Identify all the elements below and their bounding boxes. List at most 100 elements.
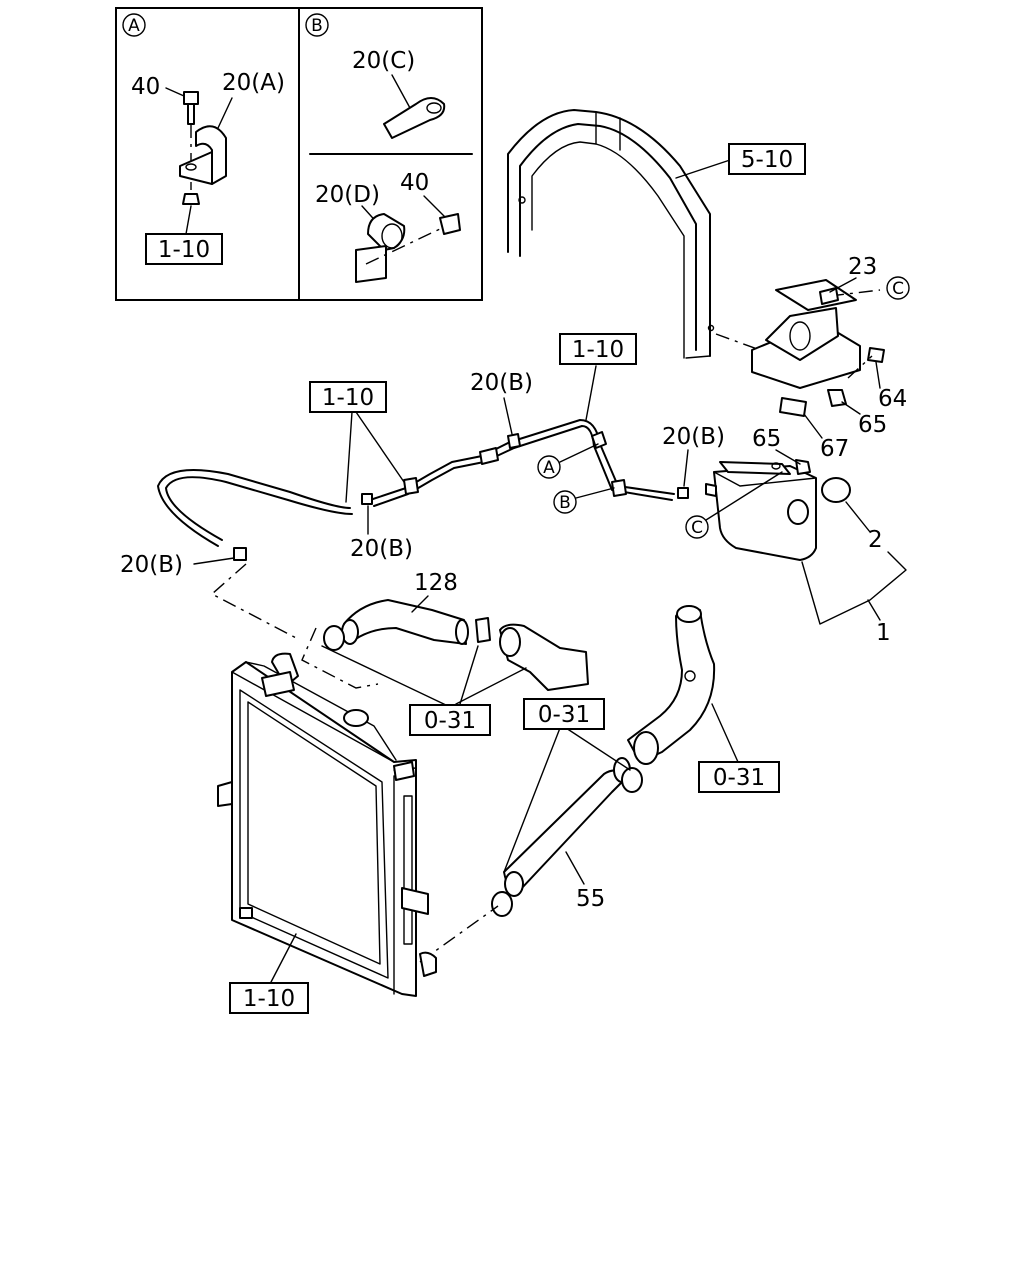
inset-b-bolt-leader xyxy=(423,195,447,219)
bolt-23-label: 23 xyxy=(848,254,877,280)
hose-fitting-1 xyxy=(479,447,499,465)
radiator-mount-right xyxy=(401,887,429,915)
inset-a-bolt-leader xyxy=(165,87,185,97)
bolt-64-leader xyxy=(875,361,881,389)
hose-55-label: 55 xyxy=(576,886,605,912)
nut-65-bracket-label: 65 xyxy=(858,412,887,438)
hose-top-ref-label: 1-10 xyxy=(572,337,624,363)
tank-1-leader xyxy=(867,599,881,621)
bracket-body xyxy=(765,307,839,361)
reserve-tank: 65 2 1 xyxy=(705,426,907,646)
hose-55-end-lower xyxy=(504,871,524,897)
callout-c-bracket-circle xyxy=(886,276,910,300)
radiator-cap xyxy=(343,709,369,727)
inset-b-clip-c-label: 20(C) xyxy=(352,48,415,74)
hose-clip-b-point xyxy=(611,479,627,497)
bolt-67-leader xyxy=(803,413,823,439)
inset-panel: A 40 20(A) 1-10 B 20(C) 20(D xyxy=(115,7,483,301)
tank-filler-neck xyxy=(787,499,809,525)
frame-hole-right xyxy=(707,324,715,332)
inset-b-clip-d-label: 20(D) xyxy=(315,182,380,208)
nut-65-tank-label: 65 xyxy=(752,426,781,452)
thermostat-inlet xyxy=(499,627,521,657)
hose-55-clamp-lower xyxy=(491,891,513,917)
bracket-hole xyxy=(789,321,811,351)
callout-b-leader xyxy=(575,487,615,499)
hose-left-section-inner xyxy=(165,476,353,541)
hose-55-clamp-upper xyxy=(621,767,643,793)
engine-mid-ref-leader xyxy=(321,645,527,707)
callout-c-tank: C xyxy=(691,518,703,538)
hose-128-end-right xyxy=(455,619,469,645)
nut-inset-a xyxy=(182,193,200,205)
thermostat-housing xyxy=(499,623,589,691)
hose-128-label: 128 xyxy=(414,570,458,596)
radiator-outer xyxy=(231,661,417,997)
hose-top-ref-box xyxy=(559,333,637,365)
inset-b-circle xyxy=(305,13,329,37)
hose-left-ref-box xyxy=(309,381,387,413)
frame-foot xyxy=(685,355,711,359)
radiator-inlet-flange xyxy=(261,671,295,697)
bracket-mount-axis xyxy=(715,333,761,351)
bolt-40b-head xyxy=(439,213,461,235)
frame-shroud: 5-10 xyxy=(507,109,806,359)
inset-a-ref-leader xyxy=(185,205,192,235)
inset-b: B 20(C) 20(D) 40 xyxy=(305,13,461,283)
bolt-40-shank xyxy=(187,103,195,125)
engine-mid-ref-box xyxy=(409,704,491,736)
hose-left-ref-label: 1-10 xyxy=(322,385,374,411)
clip-20b-4 xyxy=(233,547,247,561)
tank-outlet-nipple xyxy=(705,483,717,497)
bolt-67 xyxy=(779,397,807,417)
radiator-outlet xyxy=(419,951,437,977)
bolt-23-leader xyxy=(829,277,857,293)
clip-20a-hole xyxy=(185,163,197,171)
frame-seam xyxy=(595,111,621,151)
inset-b-clip-c-leader xyxy=(391,74,411,109)
clip-20d-base xyxy=(355,245,387,283)
hose-55-radiator-axis xyxy=(419,905,499,963)
cap-2-leader xyxy=(845,501,871,533)
overflow-hose: 20(B) 20(B) 20(B) 20(B) 1-10 1-10 A B C xyxy=(120,333,783,641)
nut-65-bracket-leader xyxy=(841,401,861,415)
hose-left-ref-leader xyxy=(345,411,405,503)
callout-c-bracket: C xyxy=(892,279,904,299)
radiator-ref-leader xyxy=(269,933,297,985)
inset-a-clip-label: 20(A) xyxy=(222,70,285,96)
water-pipe-top-end xyxy=(676,605,702,623)
clip-20b-1-leader xyxy=(503,397,513,435)
water-pipe-mount-hole xyxy=(684,670,696,682)
clip-20b-3-leader xyxy=(683,449,689,487)
clip-20b-2-label: 20(B) xyxy=(350,536,413,562)
hose-55 xyxy=(503,769,629,892)
hose-128-radiator-axis xyxy=(301,627,379,689)
hose-128-clamp-right xyxy=(475,617,491,643)
inset-a-ref-label: 1-10 xyxy=(158,237,210,263)
tank-top-edge xyxy=(713,471,817,487)
clip-20c-body xyxy=(383,97,446,139)
hose-to-radiator-axis xyxy=(210,563,301,641)
bolt-64-label: 64 xyxy=(878,386,907,412)
engine-low-ref-label: 0-31 xyxy=(538,702,590,728)
callout-c-tank-leader xyxy=(705,471,783,521)
hose-128 xyxy=(343,599,467,645)
frame-ref-label: 5-10 xyxy=(741,147,793,173)
upper-hose-assembly: 128 0-31 xyxy=(301,570,589,736)
callout-a-leader xyxy=(559,443,599,463)
inset-a-circle-label: A xyxy=(128,16,140,36)
tank-cap-2 xyxy=(821,477,851,503)
callout-b-circle xyxy=(553,490,577,514)
lower-hose-assembly: 55 0-31 0-31 xyxy=(419,605,780,963)
inset-a: A 40 20(A) 1-10 xyxy=(122,13,285,265)
bolt-67-label: 67 xyxy=(820,436,849,462)
bolt-64 xyxy=(867,347,885,363)
clip-20b-1 xyxy=(507,433,521,449)
radiator-ref-box xyxy=(229,982,309,1014)
inset-a-circle xyxy=(122,13,146,37)
hose-fitting-2 xyxy=(403,477,419,495)
hose-top-ref-leader xyxy=(585,365,597,421)
engine-mid-ref-label: 0-31 xyxy=(424,708,476,734)
engine-right-ref-box xyxy=(698,761,780,793)
